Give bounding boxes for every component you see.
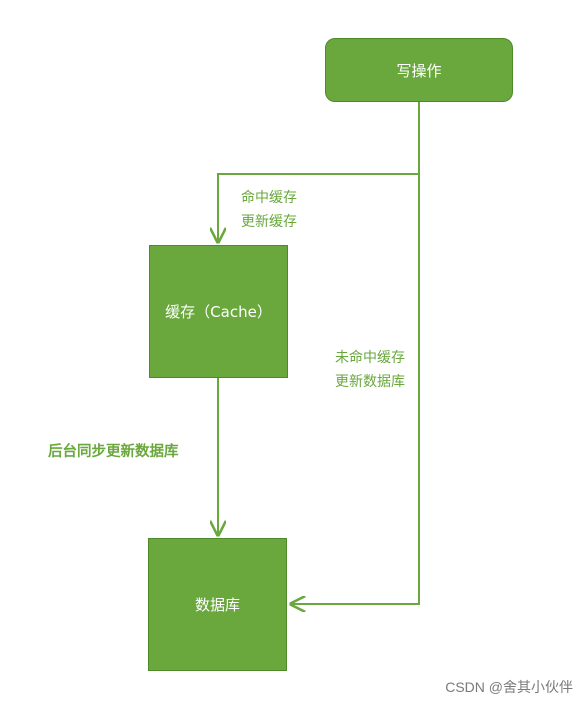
watermark: CSDN @舍其小伙伴	[445, 679, 573, 695]
write-operation-node: 写操作	[325, 38, 513, 102]
cache-label: 缓存（Cache）	[165, 303, 272, 321]
cache-hit-line2: 更新缓存	[241, 214, 297, 230]
background-sync-label: 后台同步更新数据库	[48, 444, 179, 460]
write-operation-label: 写操作	[396, 61, 442, 80]
cache-hit-line1: 命中缓存	[241, 190, 297, 206]
cache-miss-label: 未命中缓存 更新数据库	[335, 346, 405, 394]
connector-write-to-cache	[218, 102, 420, 242]
cache-node: 缓存（Cache）	[149, 245, 288, 378]
database-node: 数据库	[148, 538, 287, 671]
connector-write-to-db	[291, 174, 420, 604]
cache-miss-line2: 更新数据库	[335, 374, 405, 390]
database-label: 数据库	[194, 596, 240, 614]
cache-hit-label: 命中缓存 更新缓存	[241, 186, 297, 234]
cache-miss-line1: 未命中缓存	[335, 350, 405, 366]
